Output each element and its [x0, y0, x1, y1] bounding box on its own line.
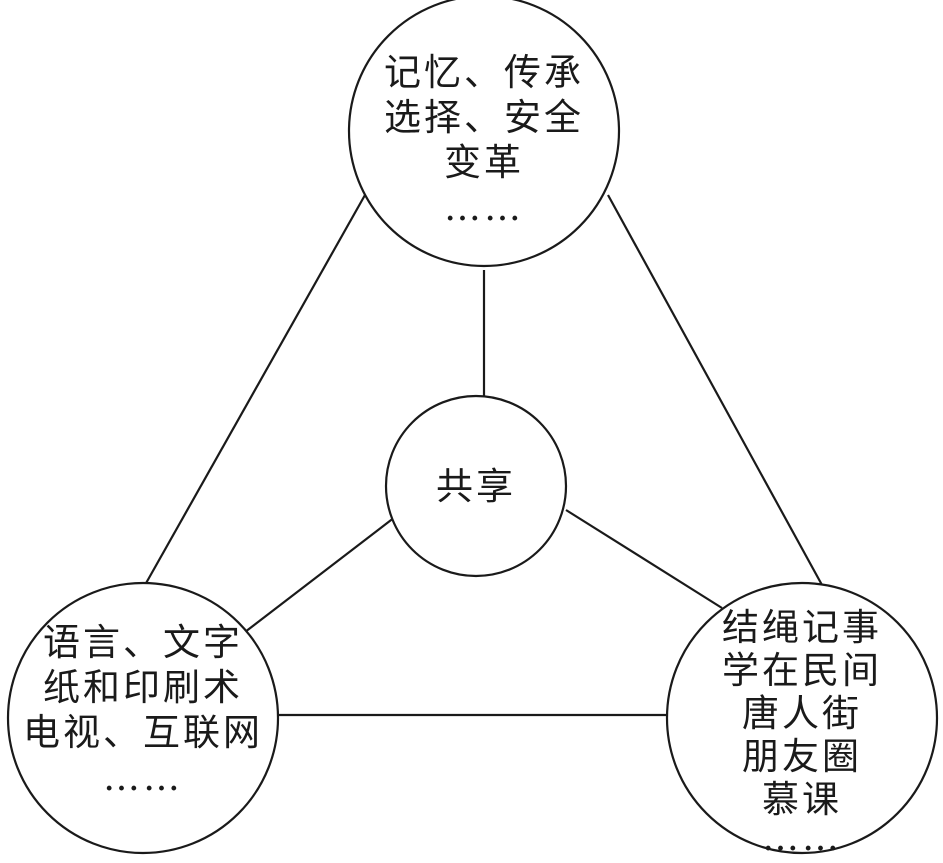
- node-center-circle: [384, 394, 568, 578]
- node-bottom-right-circle: [665, 581, 939, 855]
- node-bottom-left-line-1: 语言、文字: [43, 621, 243, 664]
- node-top-circle: [347, 0, 621, 268]
- node-bottom-left-line-3: 电视、互联网: [23, 711, 263, 754]
- node-bottom-right-line-3: 唐人街: [742, 692, 862, 735]
- node-top-line-3: 变革: [444, 141, 524, 184]
- node-bottom-right-line-5: 慕课: [762, 778, 842, 821]
- node-top-line-1: 记忆、传承: [384, 51, 584, 94]
- node-bottom-right-line-2: 学在民间: [722, 649, 882, 692]
- node-bottom-right-line-6: ……: [762, 816, 842, 859]
- edge-center-to-bottom-right: [565, 509, 723, 609]
- node-bottom-left: 语言、文字 纸和印刷术 电视、互联网 ……: [6, 581, 280, 855]
- node-center-label: 共享: [436, 465, 516, 508]
- edge-top-to-bottom-right: [607, 194, 823, 586]
- node-top: 记忆、传承 选择、安全 变革 ……: [347, 0, 621, 268]
- node-bottom-right-line-1: 结绳记事: [722, 606, 882, 649]
- node-center: 共享: [384, 394, 568, 578]
- node-top-line-4: ……: [444, 186, 524, 229]
- node-bottom-right: 结绳记事 学在民间 唐人街 朋友圈 慕课 ……: [665, 581, 939, 859]
- edge-center-to-bottom-left: [244, 516, 396, 633]
- node-bottom-left-line-2: 纸和印刷术: [43, 666, 243, 709]
- node-top-line-2: 选择、安全: [384, 96, 584, 139]
- node-bottom-right-line-4: 朋友圈: [742, 735, 862, 778]
- node-bottom-left-circle: [6, 581, 280, 855]
- node-bottom-left-line-4: ……: [103, 756, 183, 799]
- edge-top-to-bottom-left: [144, 194, 366, 586]
